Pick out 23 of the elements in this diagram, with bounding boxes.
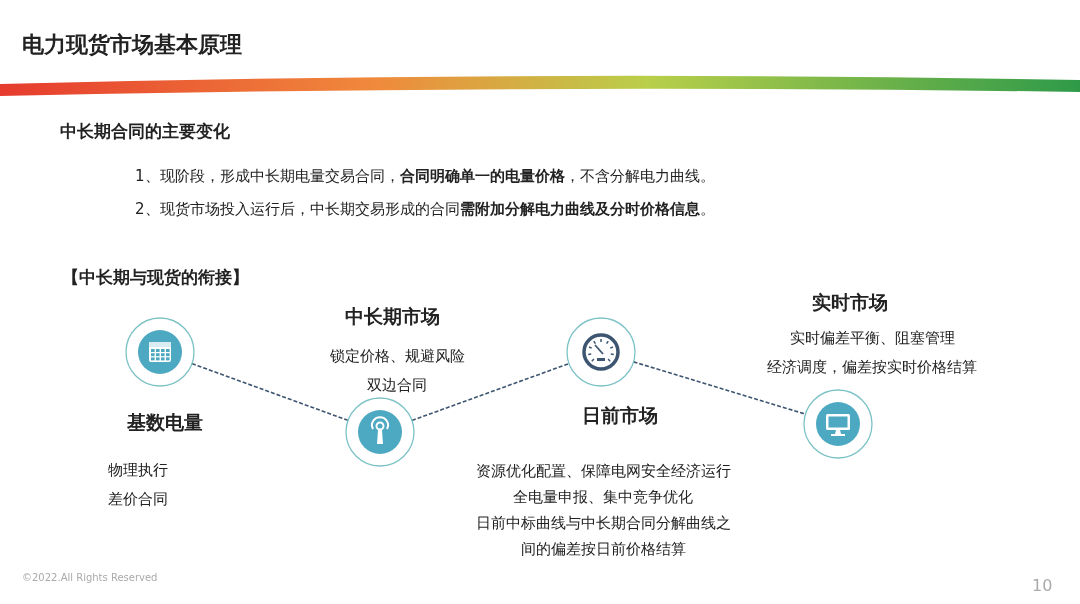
stage-description: 差价合同: [108, 489, 168, 510]
stage-description: 双边合同: [367, 375, 427, 396]
stage-description: 实时偏差平衡、阻塞管理: [789, 328, 955, 349]
stage-heading: 实时市场: [812, 290, 888, 315]
section-heading: 【中长期与现货的衔接】: [62, 266, 249, 289]
stage-heading: 日前市场: [582, 403, 658, 428]
stage-description: 资源优化配置、保障电网安全经济运行: [475, 461, 731, 482]
copyright-note: ©2022.All Rights Reserved: [22, 572, 158, 583]
section-heading: 中长期合同的主要变化: [60, 120, 230, 143]
body-text: 2、现货市场投入运行后，中长期交易形成的合同需附加分解电力曲线及分时价格信息。: [135, 200, 715, 219]
dashed-connector: [191, 362, 349, 422]
stage-description: 日前中标曲线与中长期合同分解曲线之间的偏差按日前价格结算: [474, 513, 732, 560]
page-number: 10: [1032, 576, 1053, 595]
body-text: 1、现阶段，形成中长期电量交易合同，合同明确单一的电量价格，不含分解电力曲线。: [135, 167, 715, 186]
dashed-connector: [411, 362, 570, 422]
stage-description: 物理执行: [108, 460, 168, 481]
dashed-connector: [632, 361, 807, 415]
stage-heading: 中长期市场: [344, 304, 440, 329]
slide-title: 电力现货市场基本原理: [22, 31, 242, 59]
stage-description: 经济调度，偏差按实时价格结算: [767, 357, 977, 378]
stage-description: 全电量申报、集中竞争优化: [513, 487, 693, 508]
stage-heading: 基数电量: [127, 410, 203, 435]
stage-description: 锁定价格、规避风险: [329, 346, 465, 367]
